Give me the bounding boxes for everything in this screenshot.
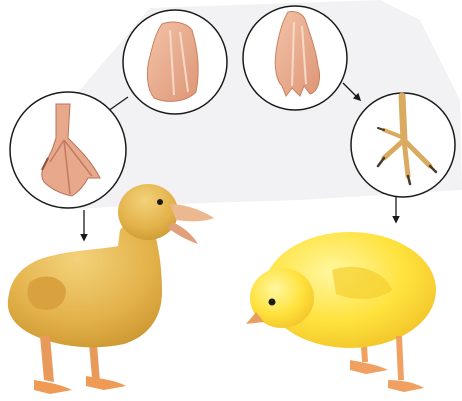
duckling-foot-front bbox=[34, 380, 72, 394]
duck-embryo-limb-panel bbox=[123, 10, 227, 114]
chick-eye bbox=[269, 299, 276, 306]
chick-embryo-limb-panel bbox=[243, 6, 347, 110]
duckling-foot-back bbox=[86, 376, 126, 390]
chick-foot-front bbox=[388, 380, 424, 392]
chick-foot-back bbox=[350, 360, 388, 374]
duckling-bill-lower bbox=[168, 222, 198, 244]
duckling-eye bbox=[157, 199, 163, 205]
duckling-head bbox=[118, 184, 178, 240]
chick-clawed-foot-panel bbox=[351, 93, 455, 197]
duckling bbox=[8, 184, 214, 394]
duck-webbed-foot-panel bbox=[10, 92, 126, 208]
chick-leg-front bbox=[396, 336, 404, 380]
duckling-bill-upper bbox=[170, 204, 214, 221]
chick bbox=[246, 232, 436, 392]
duckling-leg-front bbox=[40, 336, 54, 382]
